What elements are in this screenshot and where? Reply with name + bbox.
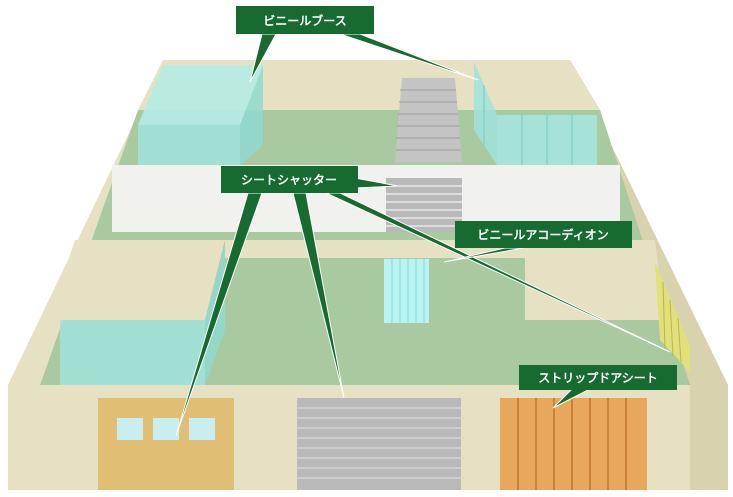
back-conveyor (395, 78, 462, 162)
vinyl-accordion-curtain (384, 259, 429, 323)
callout-vinyl-booth-text: ビニールブース (263, 13, 346, 28)
front-door-window-3 (189, 418, 215, 440)
strip-door-lines (517, 398, 627, 490)
front-door-window-1 (117, 418, 143, 440)
front-back-strip (225, 240, 525, 258)
front-sheet-shutter (297, 398, 461, 490)
vinyl-booth-left-side (240, 65, 263, 165)
callout-vinyl-accordion: ビニールアコーディオン (455, 221, 632, 248)
accordion-folds (391, 259, 425, 323)
yellow-strip-lines (662, 281, 682, 363)
yellow-strip-curtain (655, 262, 690, 372)
front-left-wall (48, 240, 225, 320)
front-door-window-2 (153, 418, 179, 440)
back-conveyor-lines (396, 89, 461, 151)
strip-door-sheet (500, 398, 647, 490)
front-right-corner (690, 385, 728, 490)
right-outer-wall (570, 60, 728, 390)
front-shutter-lines (297, 407, 461, 479)
callout-vinyl-booth: ビニールブース (236, 6, 374, 34)
vinyl-booth-left-top (138, 65, 263, 125)
callout-strip-door-text: ストリップドアシート (538, 370, 658, 385)
callout-vinyl-accordion-text: ビニールアコーディオン (477, 227, 608, 242)
callout-sheet-shutter: シートシャッター (221, 166, 358, 193)
callout-sheet-shutter-text: シートシャッター (241, 173, 337, 187)
callout-pointers (175, 33, 671, 437)
front-right-wall (525, 240, 665, 320)
callout-strip-door: ストリップドアシート (519, 365, 677, 390)
vinyl-booth-front-left (60, 320, 205, 385)
vinyl-booth-right-seams (483, 85, 573, 165)
vinyl-booth-right-side (474, 62, 497, 165)
vinyl-booth-left-front (138, 125, 240, 165)
front-door-panel (98, 398, 234, 490)
